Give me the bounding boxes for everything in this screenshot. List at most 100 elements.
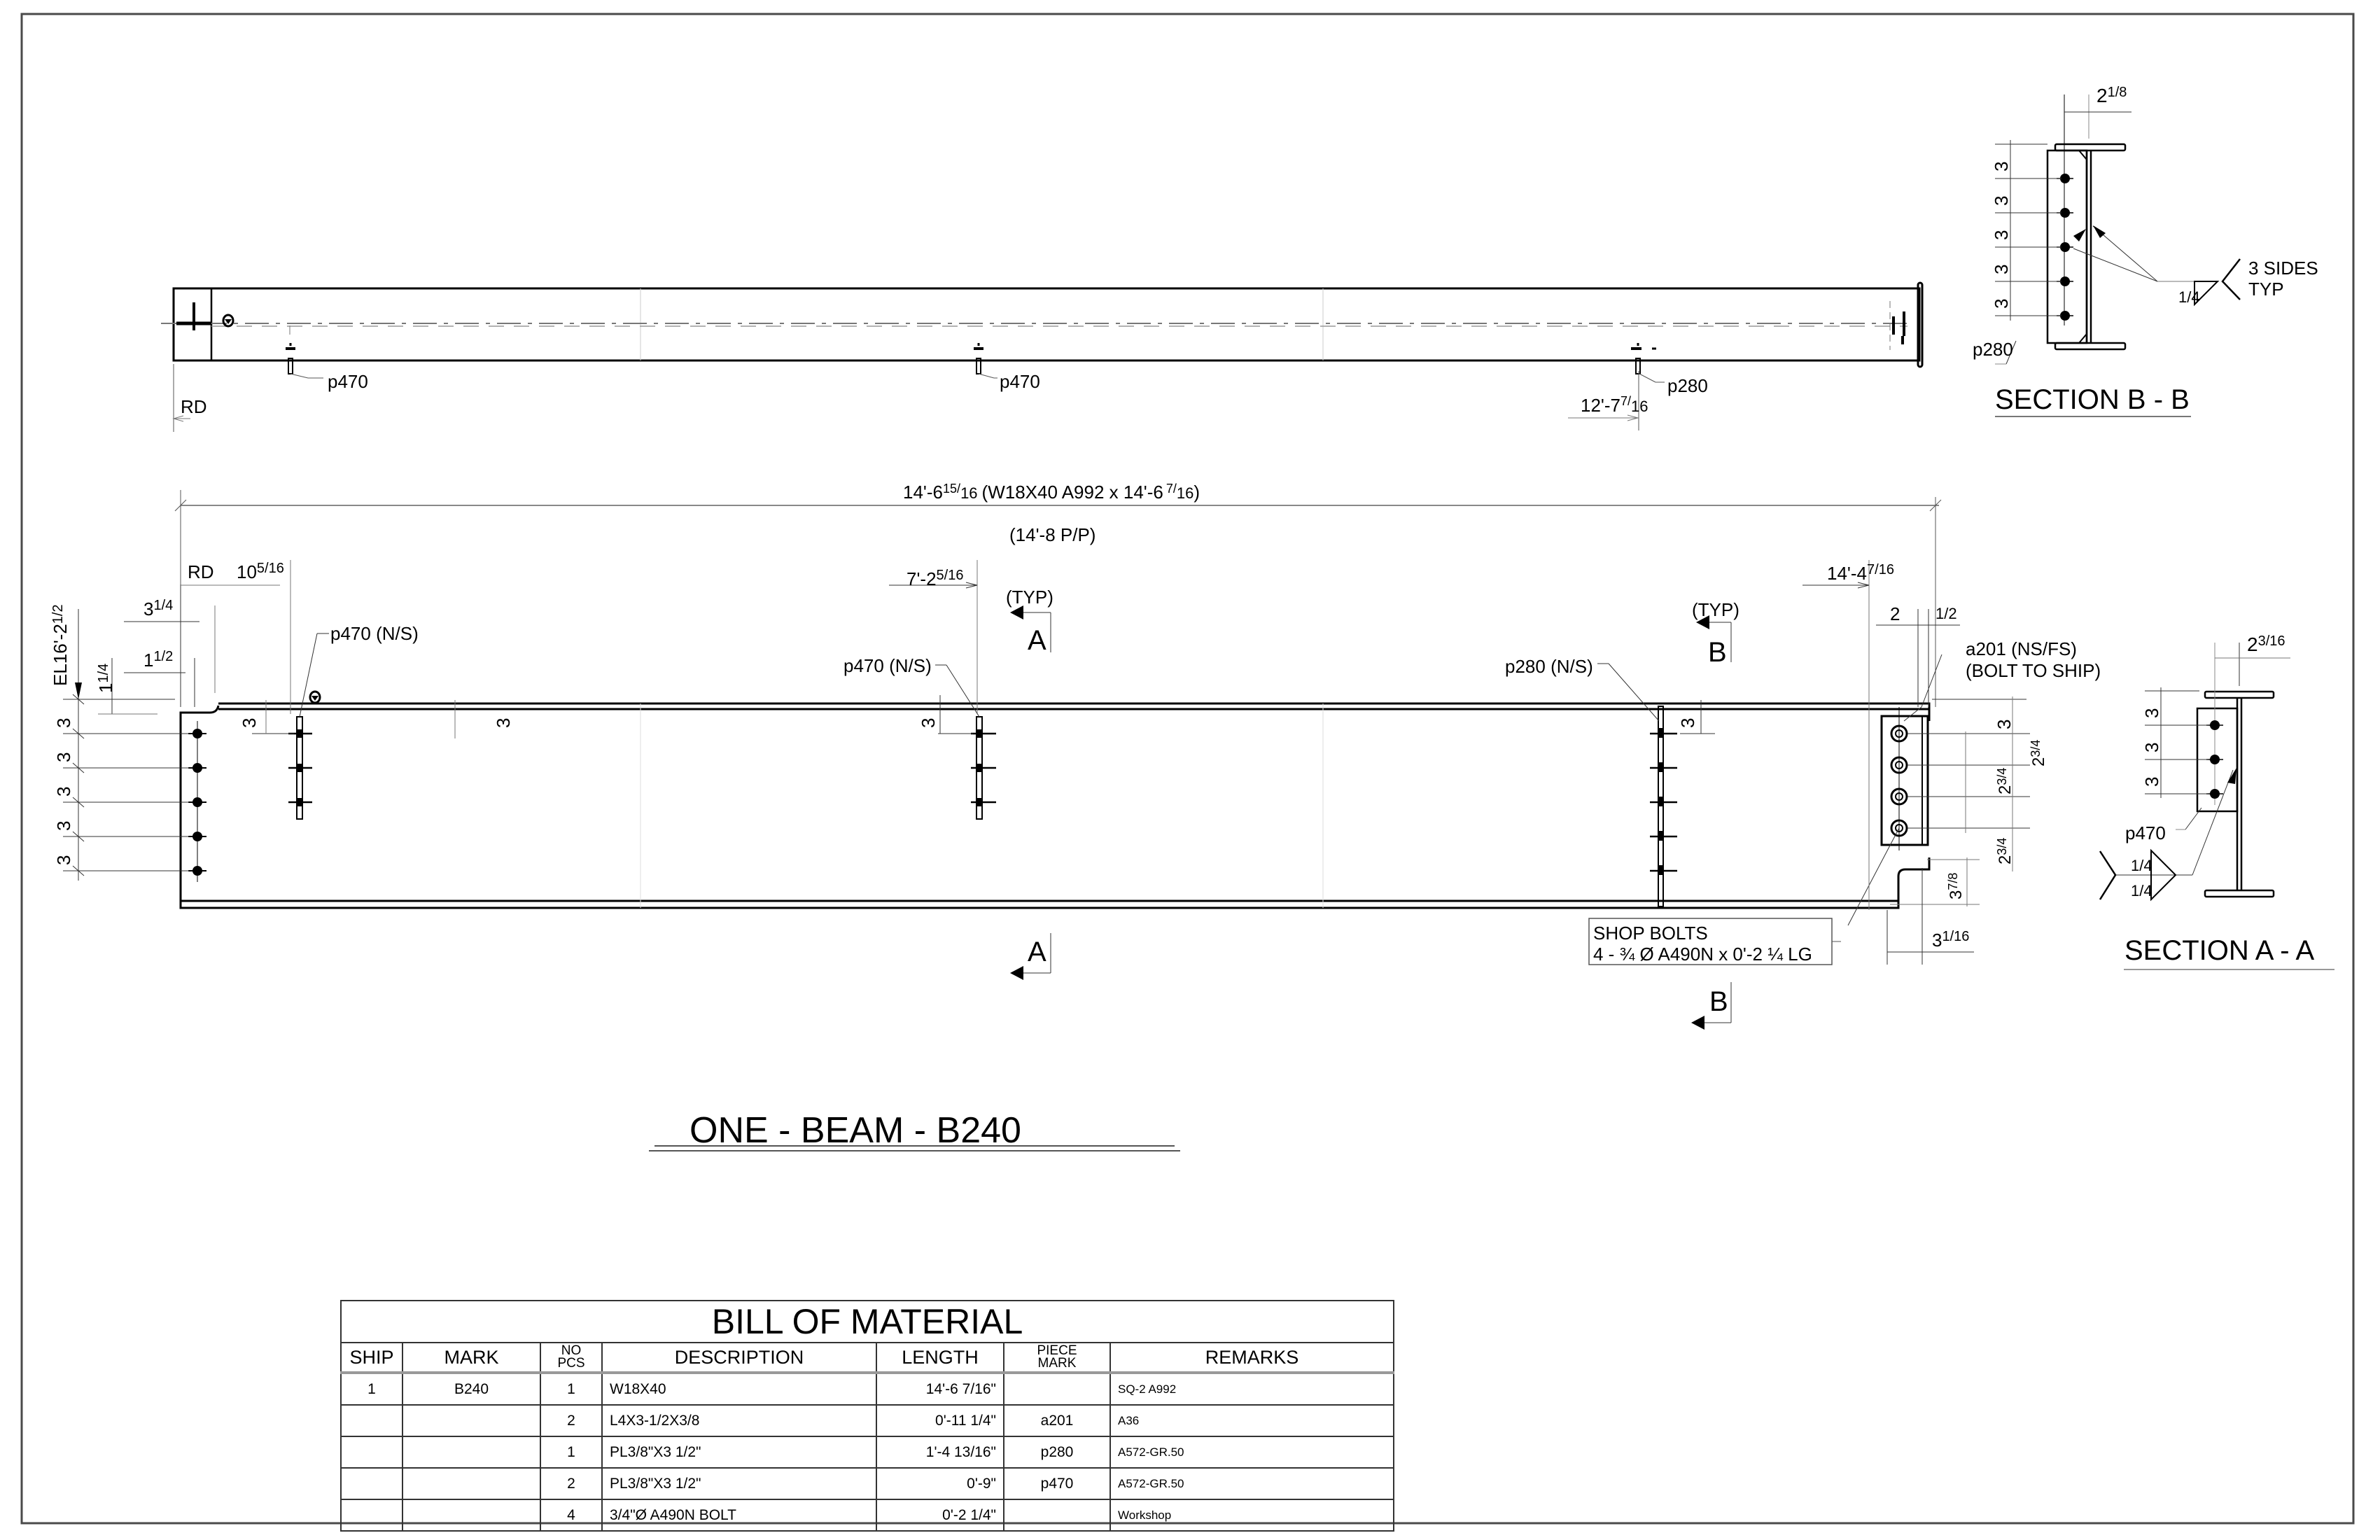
bom-cell-mark [402,1436,541,1469]
section-bb-spacing-2: 3 [1991,196,2012,206]
weld-all-around-icon [222,314,234,328]
bom-cell-ship [340,1467,403,1500]
bom-row[interactable]: 2 PL3/8"X3 1/2" 0'-9" p470 A572-GR.50 [340,1467,1394,1500]
dim-2: 2 [1890,603,1900,624]
bom-cell-description: PL3/8"X3 1/2" [601,1436,877,1469]
elev-p280 [1597,663,1715,907]
bom-cell-mark: B240 [402,1372,541,1406]
left-bolt-spacing-4: 3 [53,821,74,831]
p470-ns-left-label: p470 (N/S) [330,623,419,644]
pp-length-dim: (14'-8 P/P) [1009,524,1096,545]
plan-beam-outline [172,287,1921,362]
plan-p280 [1568,343,1665,430]
bom-row[interactable]: 4 3/4"Ø A490N BOLT 0'-2 1/4" Workshop [340,1499,1394,1532]
section-bb: p280 21/8 3 3 3 3 3 1/4 3 SIDES TYP SECT… [1973,85,2318,417]
plan-p470-left-label: p470 [328,371,368,392]
bom-row[interactable]: 2 L4X3-1/2X3/8 0'-11 1/4" a201 A36 [340,1404,1394,1437]
p280-spacing: 3 [1677,718,1698,728]
bom-cell-length: 1'-4 13/16" [876,1436,1004,1469]
bom-cell-piece-mark [1003,1499,1111,1532]
bom-cell-description: W18X40 [601,1372,877,1406]
section-aa-spacing-2: 3 [2141,743,2162,752]
section-aa-plate-label: p470 [2125,822,2166,844]
double-fillet-weld-icon [2150,848,2177,902]
section-aa: p470 1/4 1/4 23/16 3 3 3 SECTION A - A [2099,634,2334,970]
top-left-dims [98,560,291,715]
section-aa-dim-top: 23/16 [2247,634,2286,655]
section-arrow-icon [1010,606,1023,620]
a201-sublabel: (BOLT TO SHIP) [1966,660,2101,681]
bom-cell-remarks: A572-GR.50 [1110,1467,1394,1500]
bom-header-description: DESCRIPTION [601,1342,877,1374]
weld-tail-icon [2221,258,2241,300]
bom-cell-remarks: Workshop [1110,1499,1394,1532]
left-bolt-spacing-5: 3 [53,855,74,865]
section-bb-weld-size: 1/4 [2178,288,2200,306]
drawing-title: ONE - BEAM - B240 [690,1110,1021,1151]
p280-ns-label: p280 (N/S) [1505,656,1593,677]
bom-cell-mark [402,1467,541,1500]
section-a-typ: (TYP) [1006,587,1054,608]
elev-a201-clip [1802,560,2030,965]
elev-p470-left [252,633,329,820]
weld-tail-icon [2099,850,2117,900]
section-bb-plate-label: p280 [1973,339,2013,360]
p470-left-spacing: 3 [239,718,260,728]
section-bb-spacing-1: 3 [1991,162,2012,172]
section-bb-weld-note-1: 3 SIDES [2248,258,2318,279]
section-aa-weld-size-top: 1/4 [2131,857,2152,874]
plan-p470-mid [974,343,997,379]
dim-10-5-16: 105/16 [237,561,284,582]
plan-view: RD p470 p470 p280 12'-77/16 [161,281,1924,432]
section-aa-weld-size-bottom: 1/4 [2131,882,2152,899]
a201-spacing-2-3-4-c: 23/4 [1995,838,2015,864]
shop-bolts-title: SHOP BOLTS [1593,923,1708,944]
a201-label: a201 (NS/FS) [1966,638,2077,659]
section-bb-dim-top: 21/8 [2096,85,2127,106]
bom-cell-length: 0'-9" [876,1467,1004,1500]
dim-3-1-4: 31/4 [144,598,173,620]
section-bb-weld-note-2: TYP [2248,279,2284,300]
dim-14-4-7-16: 14'-47/16 [1827,562,1894,584]
left-bolt-spacing-3: 3 [53,787,74,797]
p470-mid-spacing: 3 [918,718,939,728]
bom-cell-remarks: SQ-2 A992 [1110,1372,1394,1406]
bom-cell-length: 14'-6 7/16" [876,1372,1004,1406]
a201-spacing-3: 3 [1994,720,2015,729]
plan-p470-mid-label: p470 [1000,371,1040,392]
bom-cell-ship: 1 [340,1372,403,1406]
bom-cell-qty: 1 [540,1436,603,1469]
bom-cell-description: PL3/8"X3 1/2" [601,1467,877,1500]
section-a-letter-top: A [1028,625,1046,656]
dim-3-7-8: 37/8 [1946,873,1966,899]
section-bb-spacing-4: 3 [1991,265,2012,274]
left-bolt-spacing-2: 3 [53,752,74,762]
section-b-letter-bottom: B [1709,986,1728,1017]
section-b-marker-bottom[interactable]: B [1691,982,1732,1030]
bom-cell-length: 0'-11 1/4" [876,1404,1004,1437]
elevation-level-label: EL16'-21/2 [50,604,71,686]
left-bolt-spacing-1: 3 [53,718,74,728]
bom-cell-ship [340,1499,403,1532]
bom-row[interactable]: 1 B240 1 W18X40 14'-6 7/16" SQ-2 A992 [340,1372,1394,1406]
bom-cell-ship [340,1436,403,1469]
bom-cell-qty: 4 [540,1499,603,1532]
bom-cell-piece-mark: p470 [1003,1467,1111,1500]
dim-3-1-16: 31/16 [1932,929,1969,951]
section-a-marker-bottom[interactable]: A [1010,933,1051,980]
bom-header-mark: MARK [402,1342,541,1374]
shop-bolts-note: SHOP BOLTS 4 - ¾ Ø A490N x 0'-2 ¼ LG [1588,918,1841,965]
bom-header-ship: SHIP [340,1342,403,1374]
bom-cell-piece-mark: a201 [1003,1404,1111,1437]
bom-cell-piece-mark [1003,1372,1111,1406]
elev-rd-label: RD [188,561,214,582]
section-a-marker-top[interactable]: (TYP) A [1006,587,1054,656]
bom-cell-remarks: A36 [1110,1404,1394,1437]
section-b-marker-top[interactable]: (TYP) B [1692,599,1740,668]
bom-row[interactable]: 1 PL3/8"X3 1/2" 1'-4 13/16" p280 A572-GR… [340,1436,1394,1469]
section-bb-spacing-5: 3 [1991,299,2012,309]
